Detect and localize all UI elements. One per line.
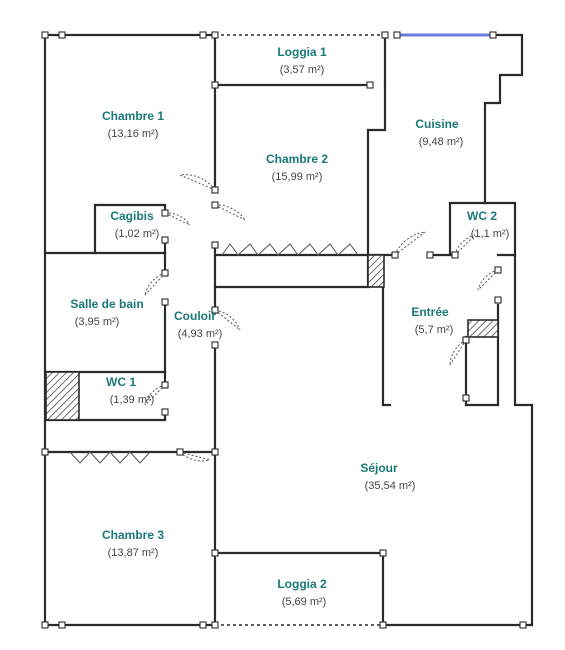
marker <box>494 296 502 304</box>
wardrobe-chambre3 <box>69 451 151 464</box>
room-area-wc1: (1,39 m²) <box>109 394 155 406</box>
marker <box>211 306 219 314</box>
door-cagibis <box>164 212 191 226</box>
column-hall <box>367 254 385 288</box>
marker <box>176 448 184 456</box>
column-entree <box>467 319 499 338</box>
door-cuisine <box>394 231 426 256</box>
column-wc1 <box>45 371 80 421</box>
marker <box>211 201 219 209</box>
marker <box>199 31 207 39</box>
marker <box>161 408 169 416</box>
room-area-couloir: (4,93 m²) <box>177 328 223 340</box>
hatched-columns <box>45 254 499 421</box>
marker <box>211 448 219 456</box>
room-area-loggia2: (5,69 m²) <box>281 596 327 608</box>
open-edges <box>215 34 385 626</box>
marker <box>161 298 169 306</box>
room-area-loggia1: (3,57 m²) <box>279 64 325 76</box>
room-label-wc2: WC 2 <box>467 209 497 223</box>
marker <box>161 209 169 217</box>
room-area-chambre3: (13,87 m²) <box>107 547 159 559</box>
wall-cuisine-left <box>366 83 387 257</box>
marker <box>391 251 399 259</box>
marker <box>489 31 497 39</box>
door-entree-lower <box>449 339 467 366</box>
room-label-wc1: WC 1 <box>106 375 136 389</box>
marker <box>211 621 219 629</box>
room-label-salle-de-bain: Salle de bain <box>70 297 144 311</box>
marker <box>366 81 374 89</box>
room-label-cagibis: Cagibis <box>110 209 154 223</box>
room-area-cuisine: (9,48 m²) <box>418 136 464 148</box>
room-area-cagibis: (1,02 m²) <box>114 228 160 240</box>
room-label-couloir: Couloir <box>174 309 216 323</box>
room-area-salle-de-bain: (3,95 m²) <box>74 316 120 328</box>
marker <box>161 236 169 244</box>
marker <box>462 336 470 344</box>
marker <box>41 31 49 39</box>
room-area-sejour: (35,54 m²) <box>364 480 416 492</box>
room-area-chambre2: (15,99 m²) <box>271 171 323 183</box>
room-label-chambre3: Chambre 3 <box>101 528 165 542</box>
marker <box>393 31 401 39</box>
marker <box>161 381 169 389</box>
room-label-chambre1: Chambre 1 <box>101 109 165 123</box>
marker <box>494 266 502 274</box>
wall-entree-right <box>496 253 534 627</box>
marker <box>41 448 49 456</box>
marker <box>211 31 219 39</box>
marker <box>199 621 207 629</box>
wardrobes <box>69 243 359 464</box>
marker <box>211 186 219 194</box>
marker <box>426 251 434 259</box>
marker <box>379 621 387 629</box>
marker <box>381 31 389 39</box>
room-area-wc2: (1,1 m²) <box>470 228 510 240</box>
marker <box>211 341 219 349</box>
room-area-entree: (5,7 m²) <box>414 324 454 336</box>
wall-cagibis <box>93 203 167 255</box>
room-label-entree: Entrée <box>411 305 449 319</box>
marker <box>519 621 527 629</box>
room-label-chambre2: Chambre 2 <box>265 152 329 166</box>
door-couloir <box>214 309 241 331</box>
marker <box>161 269 169 277</box>
marker <box>211 241 219 249</box>
room-label-sejour: Séjour <box>360 461 398 475</box>
wardrobe-chambre2 <box>221 243 359 256</box>
room-area-chambre1: (13,16 m²) <box>107 128 159 140</box>
door-sdb <box>144 272 166 296</box>
room-label-loggia2: Loggia 2 <box>277 577 327 591</box>
marker <box>58 621 66 629</box>
door-chambre2 <box>214 204 246 221</box>
marker <box>211 549 219 557</box>
room-label-loggia1: Loggia 1 <box>277 45 327 59</box>
door-chambre1 <box>179 174 216 191</box>
marker <box>451 251 459 259</box>
marker <box>379 549 387 557</box>
marker <box>58 31 66 39</box>
wall-cuisine-right <box>483 33 524 205</box>
wall-wc2 <box>448 201 517 257</box>
marker <box>211 81 219 89</box>
marker <box>462 394 470 402</box>
door-chambre3 <box>179 451 211 462</box>
marker <box>41 621 49 629</box>
room-label-cuisine: Cuisine <box>415 117 459 131</box>
corner-markers <box>41 31 527 629</box>
